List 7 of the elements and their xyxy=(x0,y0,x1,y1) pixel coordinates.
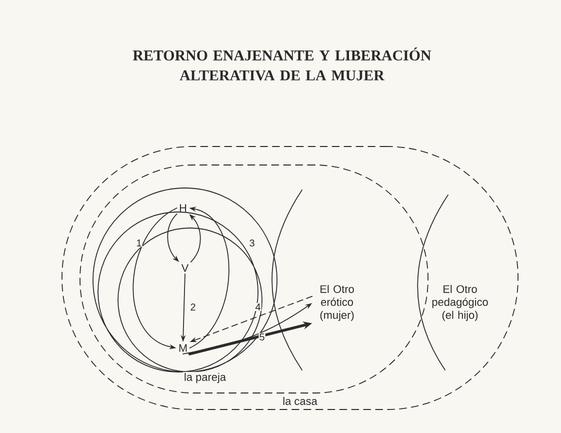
node-label: El Otro erótico (mujer) xyxy=(320,284,354,322)
diagram-title: RETORNO ENAJENANTE Y LIBERACIÓN ALTERATIVA DE LA MUJER xyxy=(132,48,432,80)
region-label: la casa xyxy=(282,396,318,406)
node-label: El Otro pedagógico (el hijo) xyxy=(432,284,488,322)
node-label: H xyxy=(180,204,186,212)
node-label: M xyxy=(179,344,187,352)
node-label: V xyxy=(181,264,189,272)
